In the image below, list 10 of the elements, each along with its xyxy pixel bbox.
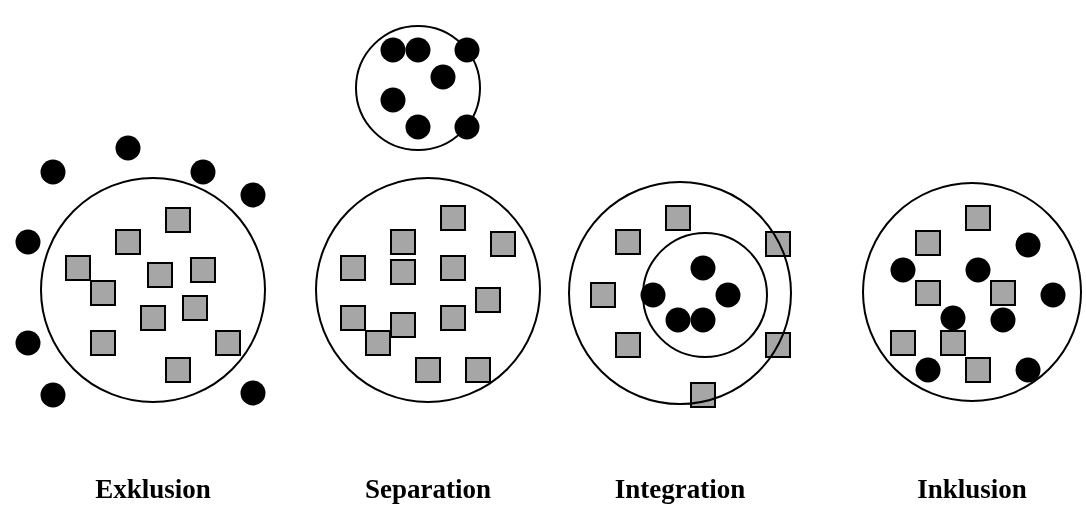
node-label: Integration: [613, 476, 747, 503]
circle-outline: [355, 25, 481, 151]
node-label: Exklusion: [94, 476, 212, 503]
circle-outline: [315, 177, 541, 403]
node-label: Inklusion: [916, 476, 1028, 503]
circle-outline: [642, 232, 768, 358]
node-label: Separation: [364, 476, 492, 503]
circle-outline: [568, 181, 792, 405]
circle-outline: [862, 182, 1082, 402]
circle-outline: [40, 177, 266, 403]
